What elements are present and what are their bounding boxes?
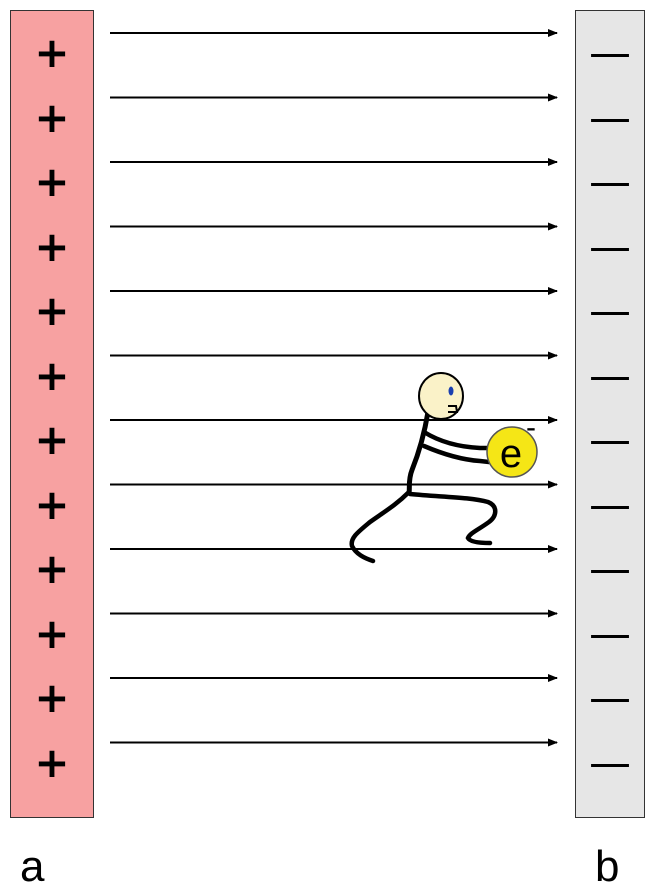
figure-eye [449, 387, 454, 396]
plate-a-label: a [20, 842, 44, 892]
electron-symbol: e [500, 432, 522, 476]
electron-sign: - [526, 411, 536, 444]
field-lines [110, 33, 557, 743]
stick-figure [352, 373, 496, 561]
plate-b-label: b [595, 842, 619, 892]
